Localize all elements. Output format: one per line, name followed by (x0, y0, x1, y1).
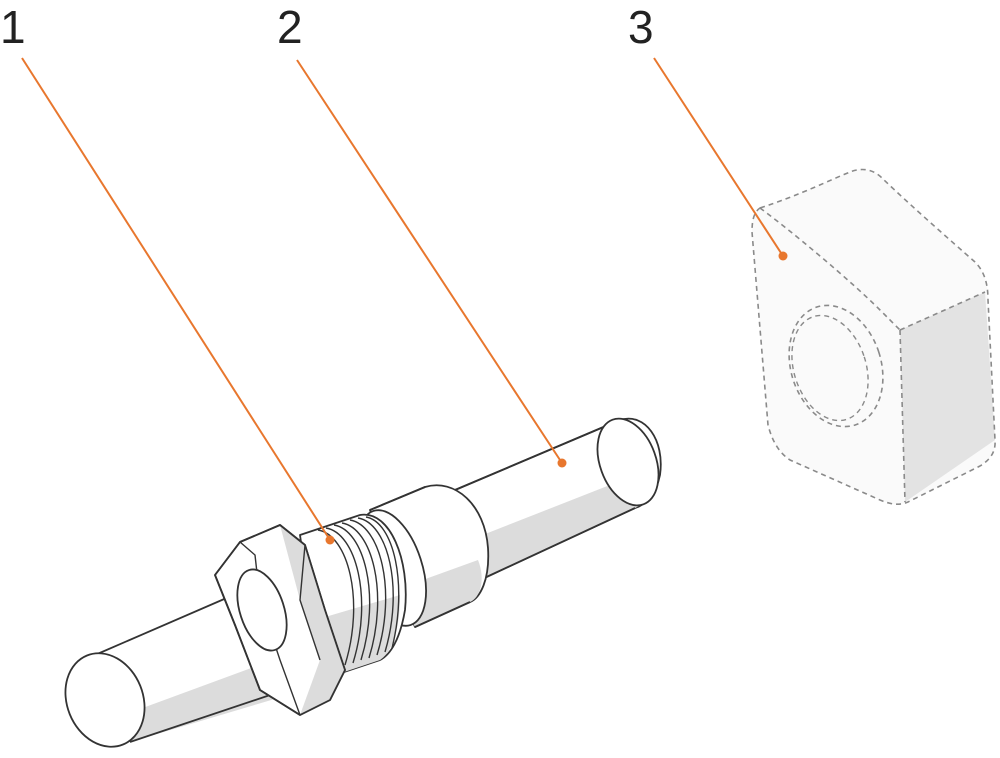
hex-nut (214, 524, 346, 716)
leader-line-2 (296, 59, 563, 464)
rear-cylinder (454, 417, 662, 581)
rear-cylinder-end (596, 417, 660, 507)
leader-dot-1 (325, 535, 335, 545)
nut-bore-inner (791, 314, 869, 422)
nut-side-face (900, 292, 995, 502)
leader-line-1 (21, 57, 331, 541)
nut-front-edge (759, 207, 901, 331)
square-nut-part-3 (751, 168, 996, 505)
callout-number-2: 2 (277, 1, 303, 53)
sensor-assembly (64, 417, 662, 748)
front-cylinder-end (64, 652, 146, 748)
nut-bore-outer (788, 304, 884, 428)
leader-lines (21, 57, 788, 545)
hex-nut-bore (236, 568, 288, 652)
leader-line-3 (653, 57, 784, 257)
leader-dot-2 (557, 458, 567, 468)
nut-outline (751, 168, 996, 505)
nut-vertical-edge (899, 329, 906, 503)
nut-top-edge (899, 291, 986, 331)
leader-dot-3 (778, 251, 788, 261)
callout-number-3: 3 (628, 1, 654, 53)
callout-number-1: 1 (0, 1, 26, 53)
